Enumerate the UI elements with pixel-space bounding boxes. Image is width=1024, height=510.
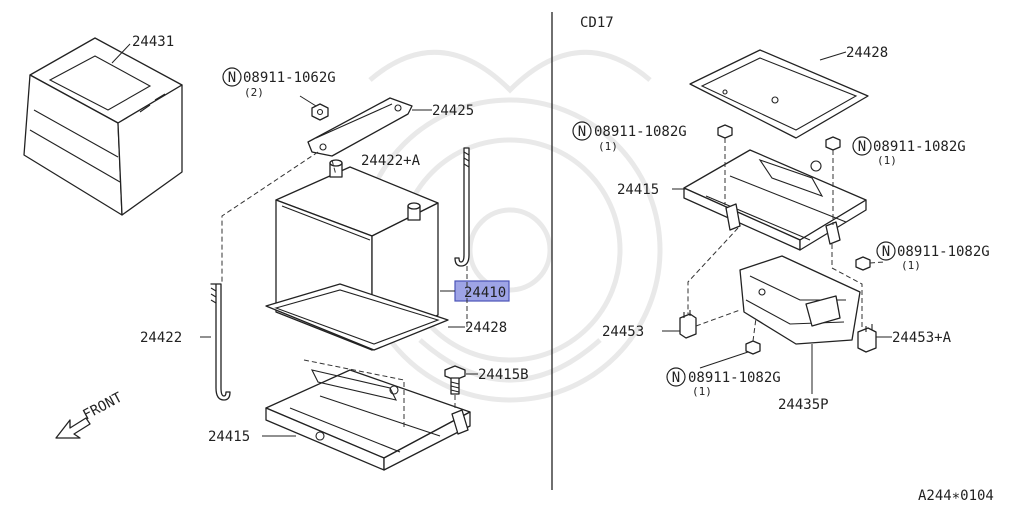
tray-pad-drawing[interactable] (265, 283, 449, 351)
svg-text:N: N (578, 124, 586, 140)
rod-a-drawing[interactable] (454, 147, 470, 267)
watermark-emblem (357, 49, 663, 403)
part-label-frame-bracket[interactable]: 24425 (432, 103, 474, 119)
qty-label-nut-r3: (1) (901, 259, 921, 272)
battery-tray-drawing[interactable] (265, 369, 471, 471)
nut-icon[interactable]: N (852, 136, 872, 156)
part-label-clip-left[interactable]: 24453 (602, 324, 644, 340)
support-bracket-drawing[interactable] (739, 255, 861, 345)
small-nut-drawing (717, 124, 733, 139)
qty-label-nut-1062: (2) (244, 86, 264, 99)
qty-label-nut-r4: (1) (692, 385, 712, 398)
qty-label-nut-r2: (1) (877, 154, 897, 167)
small-nut-drawing (745, 340, 761, 355)
front-label: FRONT (80, 389, 125, 423)
nut-icon[interactable]: N (666, 367, 686, 387)
part-label-battery-tray[interactable]: 24415 (208, 429, 250, 445)
part-label-nut-r3[interactable]: 08911-1082G (897, 244, 990, 260)
part-label-battery-cover[interactable]: 24431 (132, 34, 174, 50)
diagram-code: A244∗0104 (918, 488, 994, 504)
part-label-tray-right[interactable]: 24415 (617, 182, 659, 198)
variant-label: CD17 (580, 15, 614, 31)
part-label-nut-1062[interactable]: 08911-1062G (243, 70, 336, 86)
assembly-lines-left (221, 151, 468, 430)
part-label-clip-right[interactable]: 24453+A (892, 330, 952, 346)
part-label-nut-r4[interactable]: 08911-1082G (688, 370, 781, 386)
part-label-rod[interactable]: 24422 (140, 330, 182, 346)
small-nut-drawing (825, 136, 841, 151)
part-label-nut-r1[interactable]: 08911-1082G (594, 124, 687, 140)
qty-label-nut-r1: (1) (598, 140, 618, 153)
part-label-pad-right[interactable]: 24428 (846, 45, 888, 61)
frame-bracket-drawing[interactable] (307, 97, 413, 157)
svg-text:N: N (882, 244, 890, 260)
part-label-battery[interactable]: 24410 (464, 285, 506, 301)
part-label-bolt[interactable]: 24415B (478, 367, 529, 383)
nut-icon[interactable]: N (222, 67, 242, 87)
part-label-support[interactable]: 24435P (778, 397, 829, 413)
nut-icon[interactable]: N (876, 241, 896, 261)
small-nut-drawing (311, 103, 329, 121)
part-label-nut-r2[interactable]: 08911-1082G (873, 139, 966, 155)
battery-cover-drawing[interactable] (23, 37, 183, 216)
bolt-drawing[interactable] (444, 365, 466, 395)
part-label-tray-pad[interactable]: 24428 (465, 320, 507, 336)
clip-left-drawing[interactable] (679, 310, 697, 339)
svg-text:N: N (672, 370, 680, 386)
nut-icon[interactable]: N (572, 121, 592, 141)
svg-text:N: N (228, 70, 236, 86)
svg-text:N: N (858, 139, 866, 155)
assembly-lines-right (687, 138, 885, 342)
battery-tray-right-drawing[interactable] (683, 149, 867, 251)
front-arrow-icon (55, 417, 91, 439)
tray-pad-right-drawing[interactable] (689, 49, 869, 139)
rod-drawing[interactable] (210, 283, 231, 401)
clip-right-drawing[interactable] (857, 324, 877, 353)
small-nut-drawing (855, 256, 871, 271)
part-label-rod-a[interactable]: 24422+A (361, 153, 421, 169)
battery-terminal-icon (329, 159, 421, 221)
